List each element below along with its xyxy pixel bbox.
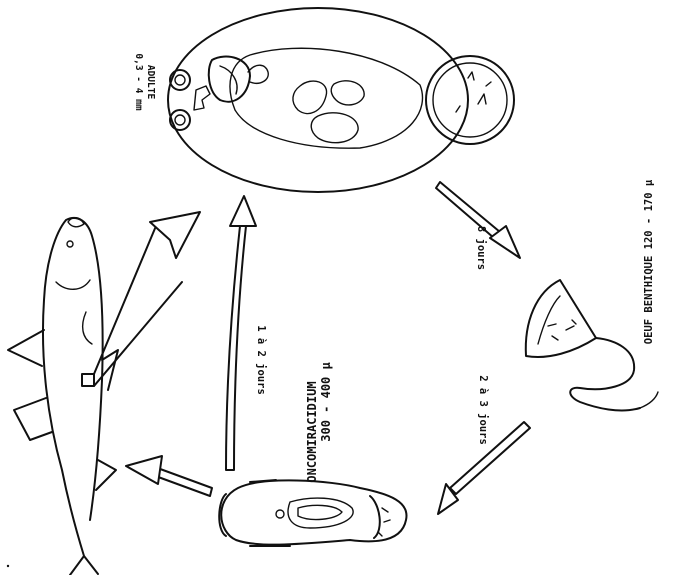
adult-organ-1 xyxy=(293,81,327,113)
egg-shell xyxy=(526,280,596,357)
corner-mark xyxy=(7,565,9,567)
days-8-group: 8 jours xyxy=(475,226,487,270)
adult-gut-loop xyxy=(248,65,268,83)
days-8-label: 8 jours xyxy=(475,226,487,270)
fish-body-outline xyxy=(43,218,103,575)
adult-pharynx xyxy=(209,57,250,102)
zoom-callout xyxy=(94,212,200,386)
fish-gill-cover xyxy=(56,280,90,289)
oncomiracidium-title-label: ONCOMIRACIDIUM xyxy=(305,381,319,482)
adult-size-group: 0,3 - 4 mm xyxy=(133,53,144,110)
days-1-2-group: 1 à 2 jours xyxy=(255,325,267,395)
oncomiracidium-eye xyxy=(276,510,284,518)
egg-label: OEUF BENTHIQUE 120 - 170 xyxy=(643,192,655,344)
adult-worm xyxy=(168,8,514,192)
zoom-callout-lines xyxy=(94,226,182,386)
adult-organ-2 xyxy=(331,81,364,105)
oncomiracidium-gut xyxy=(298,505,342,519)
adult-sucker-bottom xyxy=(170,110,190,130)
egg-filament xyxy=(570,338,640,410)
egg-label-group: OEUF BENTHIQUE 120 - 170 µ xyxy=(643,179,655,344)
host-fish xyxy=(8,218,118,575)
zoom-callout-arrow-head xyxy=(150,212,200,258)
arrow-adult-to-egg-shaft xyxy=(436,182,500,238)
days-2-3-group: 2 à 3 jours xyxy=(477,375,489,445)
micron-unit-onco: µ xyxy=(319,362,333,369)
oncomiracidium xyxy=(219,480,406,546)
svg-text:300 - 400 µ: 300 - 400 µ xyxy=(319,362,333,442)
adult-pharynx-detail xyxy=(220,66,237,94)
egg-embryo xyxy=(538,296,576,344)
adult-anterior-gland xyxy=(194,86,210,110)
fish-anal-fin xyxy=(96,460,116,490)
fish-ventral-fin xyxy=(102,350,118,390)
egg xyxy=(526,280,658,410)
arrow-onco-to-adult-shaft xyxy=(226,226,246,470)
fish-dorsal-fin-1 xyxy=(8,330,44,366)
onco-size-group: 300 - 400 µ xyxy=(319,362,333,442)
days-1-2-label: 1 à 2 jours xyxy=(255,325,267,395)
days-2-3-label: 2 à 3 jours xyxy=(477,375,489,445)
micron-unit-egg: µ xyxy=(643,179,655,186)
adult-haptor-outer xyxy=(426,56,514,144)
adult-label-group: ADULTE xyxy=(145,65,156,100)
adult-size-label: 0,3 - 4 mm xyxy=(133,53,144,110)
arrow-onco-to-adult-head xyxy=(230,196,256,226)
arrow-oncomiracidium-to-adult xyxy=(226,196,256,470)
adult-sucker-top xyxy=(170,70,190,90)
fish-gill-box xyxy=(82,374,94,386)
arrow-egg-to-onco-shaft xyxy=(450,422,530,494)
adult-haptor-hooks xyxy=(456,72,491,112)
oncomiracidium-size-label: 300 - 400 xyxy=(319,377,333,442)
onco-title-group: ONCOMIRACIDIUM xyxy=(305,381,319,482)
arrow-oncomiracidium-to-fish xyxy=(126,456,212,496)
fish-pectoral-fin xyxy=(83,312,92,344)
adult-sucker-bottom-inner xyxy=(175,115,185,125)
svg-text:OEUF BENTHIQUE 120 - 170: OEUF BENTHIQUE 120 - 170 µ xyxy=(643,179,655,344)
egg-filament-end xyxy=(640,392,658,408)
fish-dorsal-fin-2 xyxy=(14,398,52,440)
adult-title-label: ADULTE xyxy=(145,65,156,100)
adult-organ-3 xyxy=(311,113,358,143)
arrow-onco-to-fish-head xyxy=(126,456,162,484)
adult-sucker-top-inner xyxy=(175,75,185,85)
adult-inner-body xyxy=(230,48,423,148)
fish-eye xyxy=(67,241,73,247)
